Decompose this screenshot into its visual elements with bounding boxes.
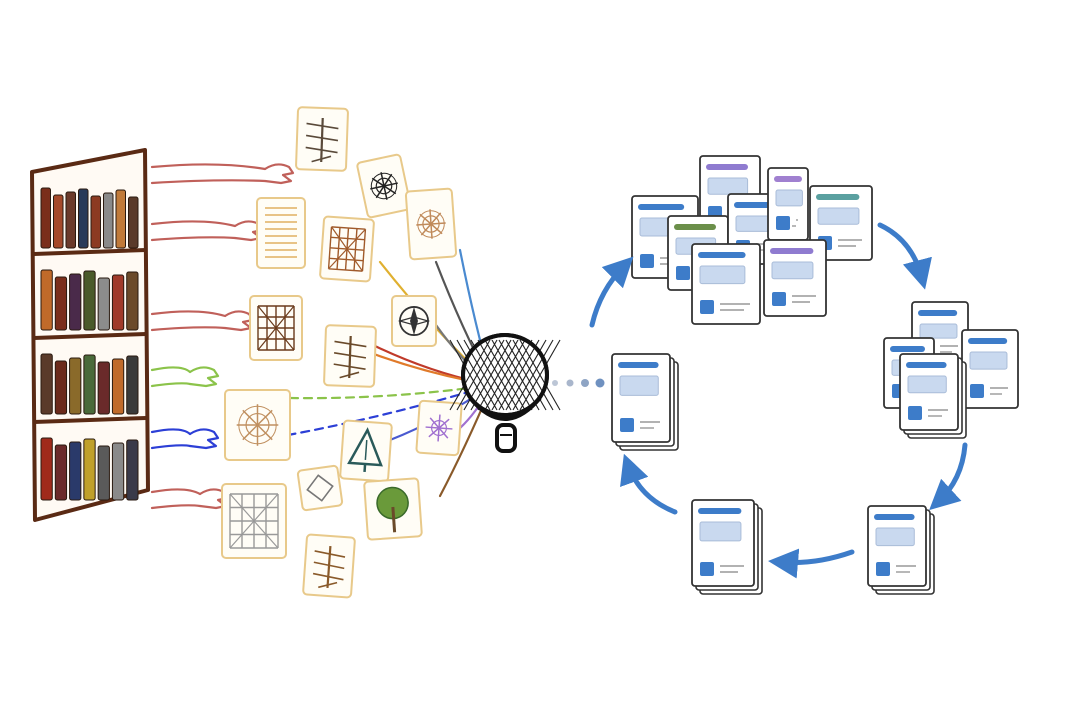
- purple-asterisk-icon: [425, 414, 453, 442]
- knowledge-card: [415, 399, 463, 457]
- knowledge-card: [295, 106, 349, 172]
- book-spine: [54, 444, 68, 501]
- arrow-left-bottom: [768, 548, 855, 579]
- book-spine: [97, 445, 110, 501]
- book-spine: [83, 354, 96, 415]
- tree-branch-icon: [333, 335, 367, 379]
- book-spine: [128, 196, 139, 249]
- knowledge-card: [356, 153, 412, 219]
- compass-icon: [397, 306, 431, 336]
- document-stack: [867, 505, 935, 595]
- book-spine: [54, 360, 68, 415]
- reaching-hands: [150, 163, 295, 510]
- book-spine: [78, 188, 89, 249]
- book-spine: [126, 355, 139, 415]
- book-spine: [111, 274, 125, 331]
- lined-text-icon: [265, 207, 297, 258]
- book-spine: [65, 191, 76, 249]
- diamond-icon: [306, 474, 334, 502]
- tree-icon: [376, 486, 409, 533]
- document-stack: [611, 353, 679, 451]
- reaching-hand: [150, 366, 220, 388]
- book-spine: [40, 353, 53, 415]
- book-spine: [126, 271, 139, 331]
- knowledge-card: [319, 215, 375, 283]
- knowledge-card: [221, 483, 287, 559]
- document-cycle: [611, 155, 1019, 595]
- arrow-down-right-bottom: [929, 442, 968, 511]
- book-spine: [40, 187, 51, 249]
- spider-web-icon: [236, 404, 279, 446]
- document-stack: [691, 499, 763, 595]
- stick-figure-icon: [305, 117, 339, 163]
- document-page: [767, 167, 809, 241]
- knowledge-card: [302, 533, 356, 599]
- tree-diagram-icon: [347, 427, 383, 473]
- cycle-arrows: [589, 222, 968, 579]
- book-spine: [69, 357, 82, 415]
- reaching-hand: [150, 310, 255, 332]
- knowledge-card: [363, 477, 423, 541]
- book-spine: [97, 277, 110, 331]
- document-stack: [899, 353, 967, 439]
- arrow-up-left: [620, 453, 678, 515]
- network-grid-icon: [229, 493, 279, 549]
- book-spine: [103, 192, 114, 249]
- radial-web-icon: [416, 209, 446, 239]
- book-spine: [40, 437, 53, 501]
- arrow-up-right: [589, 256, 634, 328]
- book-spine: [69, 441, 82, 501]
- book-spine: [83, 270, 96, 331]
- mesh-funnel: [449, 333, 561, 453]
- book-spine: [90, 195, 101, 249]
- document-page: [763, 239, 827, 317]
- root-system-icon: [312, 545, 346, 589]
- knowledge-card: [224, 389, 291, 461]
- knowledge-card: [404, 187, 458, 261]
- reaching-hand: [150, 220, 265, 242]
- knowledge-cards: [221, 106, 463, 599]
- arrow-down-right-top: [877, 222, 932, 290]
- data-strand: [288, 383, 494, 400]
- book-spine: [111, 358, 125, 415]
- book-spine: [40, 269, 53, 331]
- book-spine: [111, 442, 125, 501]
- funnel-mesh: [449, 333, 561, 417]
- reaching-hand: [150, 428, 220, 450]
- book-spine: [83, 438, 96, 501]
- reaching-hand: [150, 488, 230, 510]
- reaching-hand: [150, 163, 295, 185]
- maze-grid-icon: [257, 305, 295, 351]
- knowledge-card: [339, 419, 393, 483]
- pattern-grid-icon: [327, 226, 367, 272]
- knowledge-card: [256, 197, 306, 269]
- dotted-connector: [552, 378, 605, 388]
- book-spine: [69, 273, 82, 331]
- book-rows: [40, 187, 139, 501]
- book-spine: [53, 194, 64, 249]
- document-page: [961, 329, 1019, 409]
- knowledge-card: [249, 295, 303, 361]
- document-page: [691, 243, 761, 325]
- book-spine: [115, 189, 126, 249]
- book-spine: [97, 361, 110, 415]
- knowledge-card: [323, 324, 377, 388]
- book-spine: [54, 276, 68, 331]
- knowledge-card: [296, 464, 344, 512]
- star-burst-icon: [370, 172, 398, 200]
- knowledge-card: [391, 295, 437, 347]
- book-spine: [126, 439, 139, 501]
- bookshelf: [30, 148, 150, 522]
